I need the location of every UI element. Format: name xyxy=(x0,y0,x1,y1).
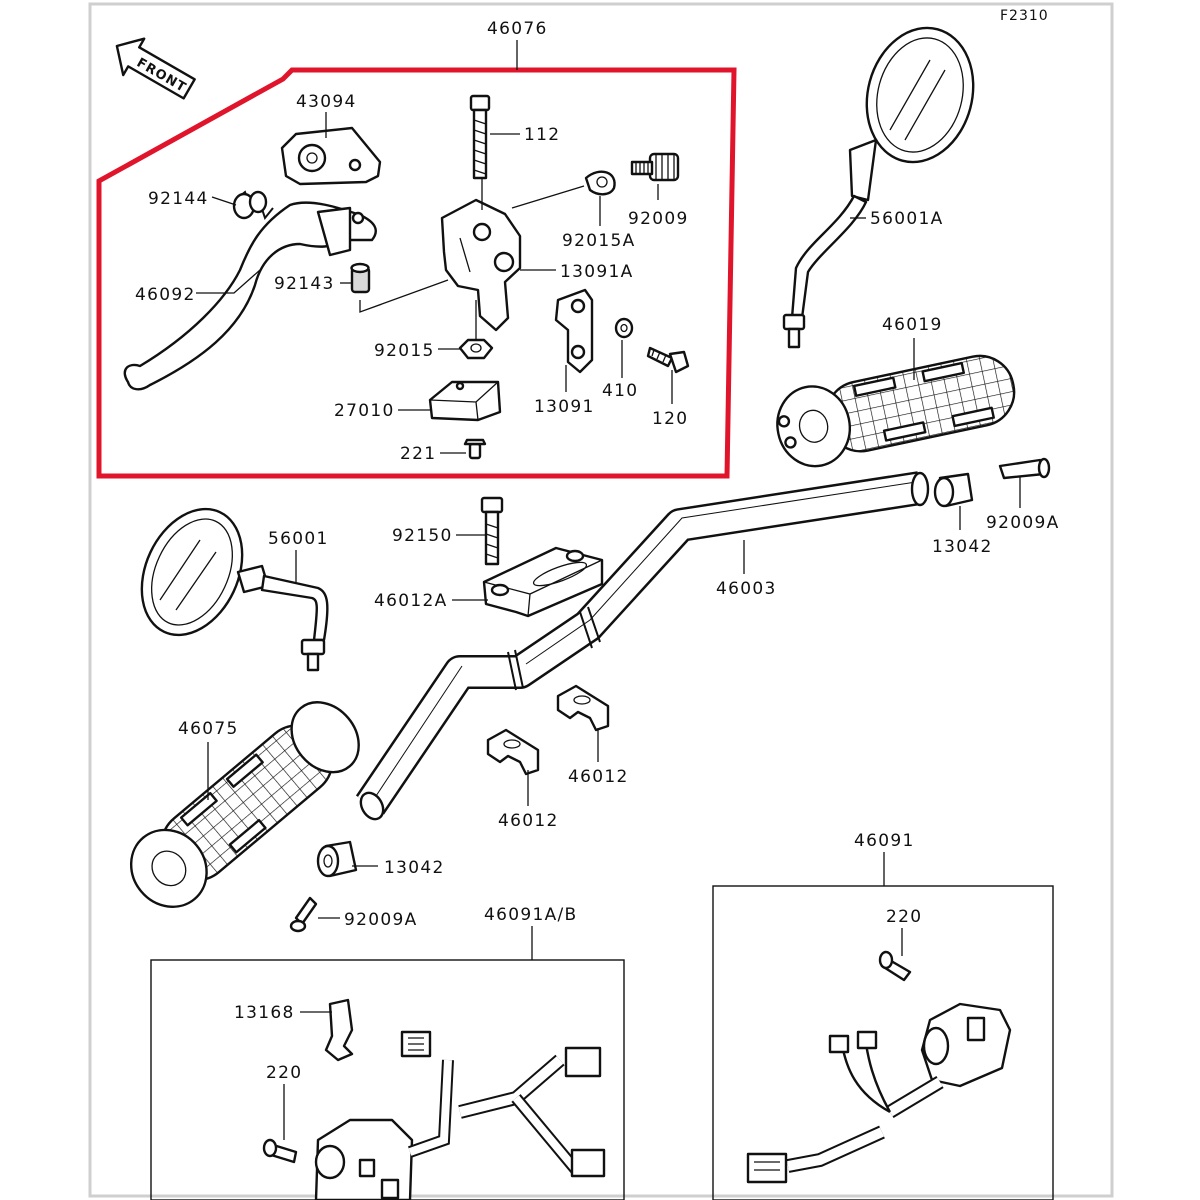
mirror-56001 xyxy=(140,507,329,672)
handlebar-46003 xyxy=(355,471,930,821)
throttle-grip-46019 xyxy=(776,354,1016,468)
callout-46091: 46091 xyxy=(854,831,915,851)
holder-clamp-13091 xyxy=(554,288,594,374)
screw-92009A-right xyxy=(998,457,1051,480)
highlighted-lever-assembly-outline xyxy=(96,67,737,479)
callout-92144: 92144 xyxy=(148,189,209,209)
clutch-lever-46092 xyxy=(123,201,377,391)
callout-46019: 46019 xyxy=(882,315,943,335)
callout-410: 410 xyxy=(602,381,638,401)
lower-clamp-46012-b xyxy=(556,684,610,732)
figure-code: F2310 xyxy=(1000,8,1049,24)
callout-46091AB: 46091A/B xyxy=(484,905,578,925)
clamp-13168 xyxy=(324,998,354,1062)
callout-92009A-right: 92009A xyxy=(986,513,1060,533)
wire-harness-left xyxy=(400,1030,606,1178)
callout-92009A-left: 92009A xyxy=(344,910,418,930)
callout-220-right: 220 xyxy=(886,907,922,927)
bar-end-weight-13042-left xyxy=(316,840,358,878)
switch-housing-left xyxy=(314,1118,414,1200)
adjuster-92009 xyxy=(630,152,680,182)
callout-221: 221 xyxy=(400,444,436,464)
callout-112: 112 xyxy=(524,125,560,145)
callout-13091A: 13091A xyxy=(560,262,634,282)
callout-56001A: 56001A xyxy=(870,209,944,229)
lower-clamp-46012-a xyxy=(486,728,540,776)
front-direction-arrow: FRONT xyxy=(115,37,196,100)
callout-13168: 13168 xyxy=(234,1003,295,1023)
switch-assembly-46091AB-box xyxy=(150,959,625,1200)
assembly-link-lines xyxy=(359,178,585,340)
washer-410 xyxy=(614,317,634,339)
collar-92143 xyxy=(350,262,371,294)
screw-220-left xyxy=(262,1138,298,1164)
callout-46012-a: 46012 xyxy=(498,811,559,831)
handle-grip-46075 xyxy=(129,701,360,908)
spring-92144 xyxy=(232,190,274,221)
callout-46092: 46092 xyxy=(135,285,196,305)
screw-92009A-left xyxy=(289,896,318,933)
callout-46075: 46075 xyxy=(178,719,239,739)
callout-13042-left: 13042 xyxy=(384,858,445,878)
bolt-120 xyxy=(646,346,690,374)
callout-43094: 43094 xyxy=(296,92,357,112)
switch-assembly-46091-box xyxy=(712,885,1054,1200)
lever-holder-13091A xyxy=(440,198,522,332)
callout-120: 120 xyxy=(652,409,688,429)
switch-housing-right xyxy=(920,1002,1012,1088)
bolt-112 xyxy=(469,94,491,180)
callout-46076: 46076 xyxy=(487,19,548,39)
screw-221 xyxy=(463,438,487,460)
callout-46003: 46003 xyxy=(716,579,777,599)
callout-220-left: 220 xyxy=(266,1063,302,1083)
switch-27010 xyxy=(428,380,502,422)
callout-92150: 92150 xyxy=(392,526,453,546)
leader-lines xyxy=(196,40,1021,1140)
bar-end-weight-13042-right xyxy=(933,472,974,508)
callout-56001: 56001 xyxy=(268,529,329,549)
bolt-92150 xyxy=(480,496,504,566)
screw-220-right xyxy=(878,950,912,982)
callout-92015: 92015 xyxy=(374,341,435,361)
upper-clamp-46012A xyxy=(482,546,604,618)
callout-13091: 13091 xyxy=(534,397,595,417)
lever-holder-cover-43094 xyxy=(280,126,382,186)
callout-46012-b: 46012 xyxy=(568,767,629,787)
diagram-frame xyxy=(88,2,1114,1198)
callout-27010: 27010 xyxy=(334,401,395,421)
callout-92143: 92143 xyxy=(274,274,335,294)
callout-13042-right: 13042 xyxy=(932,537,993,557)
callout-92015A: 92015A xyxy=(562,231,636,251)
callout-92009: 92009 xyxy=(628,209,689,229)
mirror-56001A xyxy=(782,26,975,349)
callout-labels: 46076 43094 112 92144 92009 92015A 13091… xyxy=(135,19,1060,1083)
nut-92015 xyxy=(458,338,494,360)
callout-46012A: 46012A xyxy=(374,591,448,611)
locknut-92015A xyxy=(584,170,616,196)
wire-harness-right xyxy=(746,1030,944,1184)
